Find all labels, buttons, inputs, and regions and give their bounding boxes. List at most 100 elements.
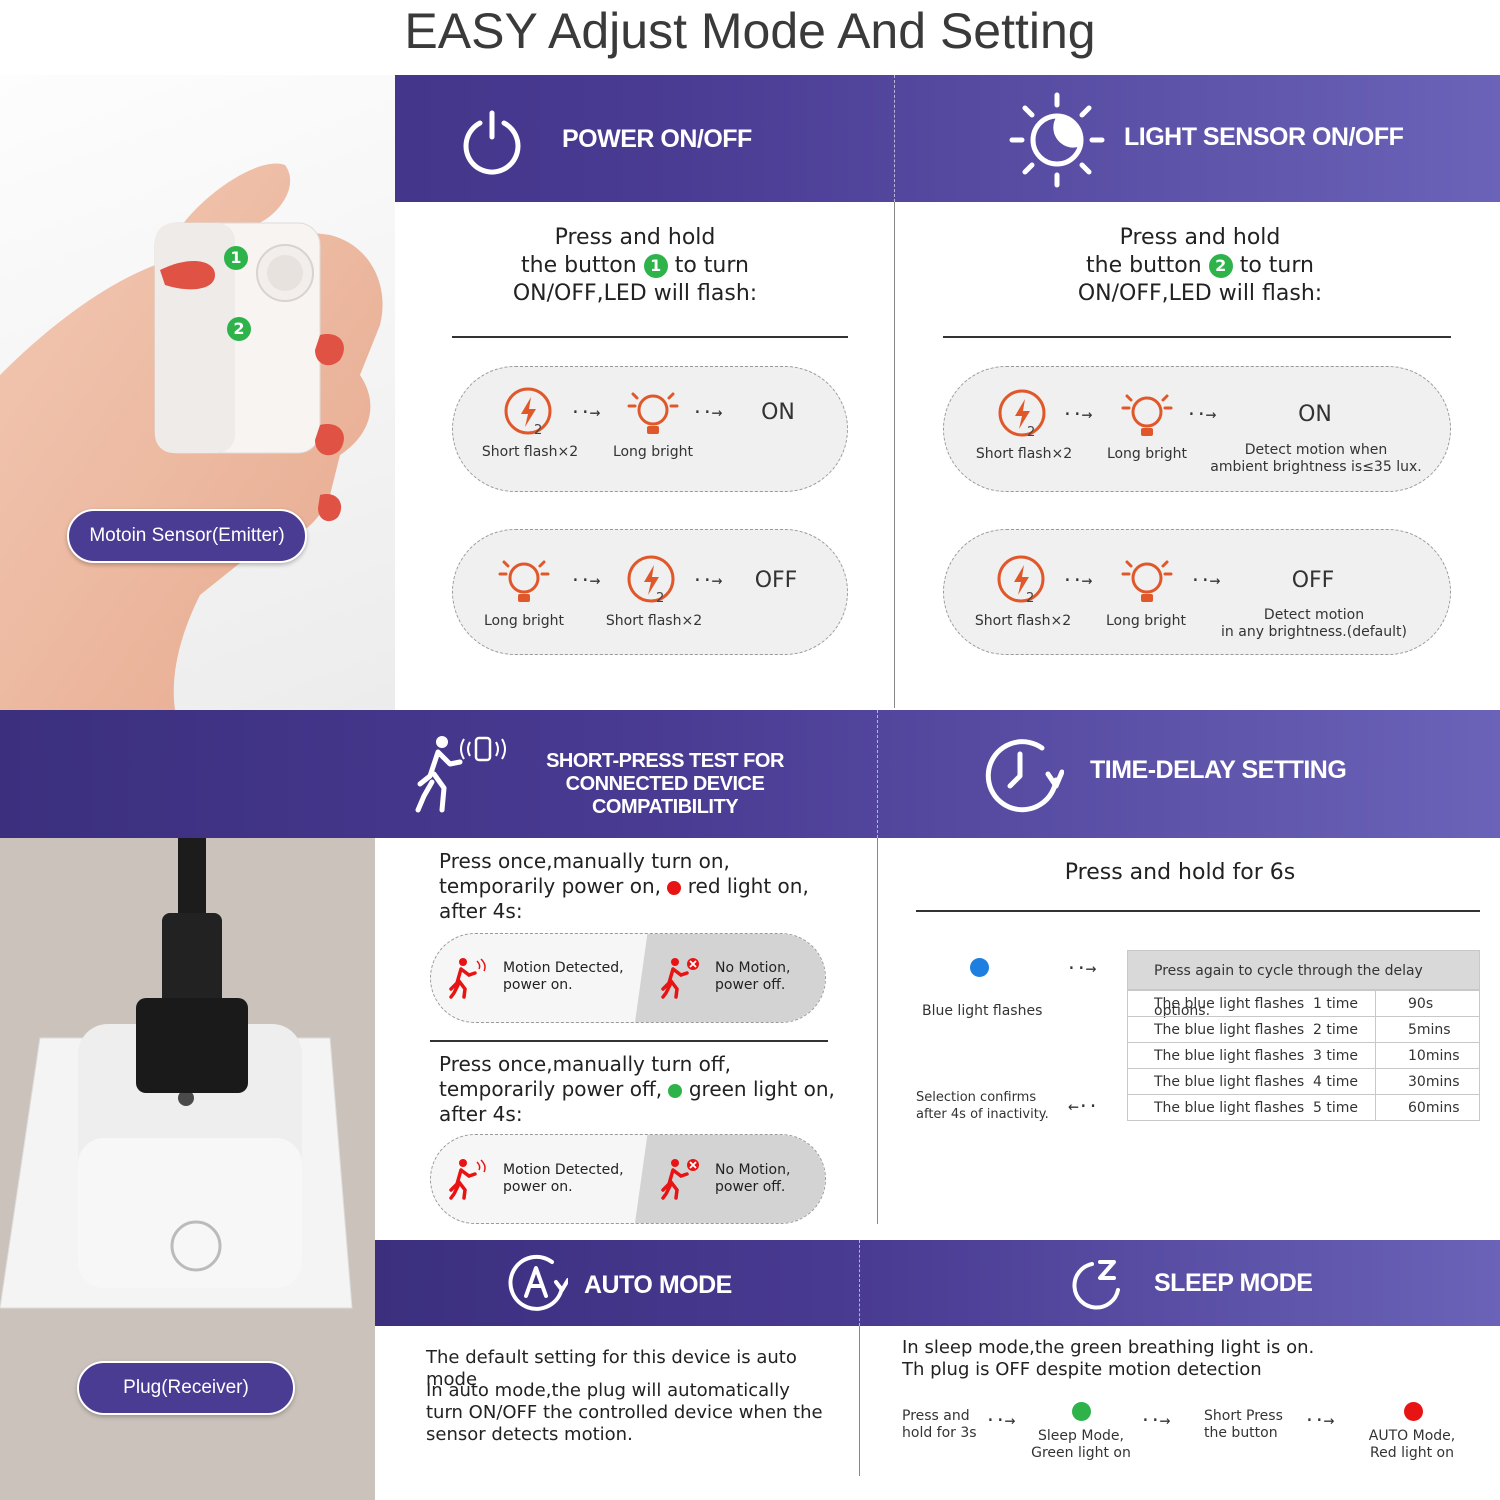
auto-text-1: The default setting for this device is a… [426,1347,797,1390]
detected-line-2: power on. [503,1179,573,1195]
test-header-line-1: SHORT-PRESS TEST FOR [546,750,784,772]
sleep-step-3-line-2: the button [1204,1425,1278,1441]
light-instr-text-a: the button [1086,253,1202,278]
light-off-step2-label: Long bright [1105,613,1187,629]
green-dot-icon [668,1083,683,1098]
sleep-step-3: Short Press the button [1204,1408,1283,1442]
confirm-text: Selection confirms after 4s of inactivit… [916,1089,1049,1123]
delay-flash-count: The blue light flashes 5 time [1127,1094,1376,1121]
power-off-step1-label: Long bright [483,613,565,629]
arrow-icon: ··→ [570,570,600,591]
sleep-mode-header: SLEEP MODE [1154,1269,1313,1297]
auto-mode-icon [508,1254,568,1311]
power-on-step1-label: Short flash×2 [481,444,579,460]
test-divider [430,1040,828,1042]
test-on-result-pill [430,933,826,1023]
detected-text: Motion Detected, power on. [503,960,624,994]
sleep-mode-icon [1072,1260,1120,1310]
sleep-step-4-line-2: Red light on [1370,1445,1454,1461]
button-1-badge: 1 [643,254,668,278]
delay-header: TIME-DELAY SETTING [1090,756,1347,784]
test-off-line-2b: green light on, [688,1077,835,1101]
hand-button-1-badge: 1 [224,246,248,270]
clock-delay-icon [985,739,1064,813]
delay-duration: 60mins [1375,1094,1480,1121]
light-on-note-line-2: ambient brightness is≤35 lux. [1210,459,1422,475]
short-flash-icon [997,555,1045,603]
sleep-step-3-line-1: Short Press [1204,1408,1283,1424]
arrow-back-icon: ←·· [1068,1096,1098,1117]
delay-flash-count: The blue light flashes 4 time [1127,1068,1376,1095]
test-on-line-2a: temporarily power on, [439,874,662,898]
test-header-line-2: CONNECTED DEVICE COMPATIBILITY [565,773,765,818]
power-on-state: ON [761,400,795,425]
nomotion-line-2: power off. [715,1179,786,1195]
light-on-step2-label: Long bright [1106,446,1188,462]
nomotion-text: No Motion, power off. [715,1162,790,1196]
test-off-text: Press once,manually turn off, temporaril… [439,1052,859,1127]
sleep-step-4: AUTO Mode, Red light on [1362,1428,1462,1462]
power-instr-text-a: the button [521,253,637,278]
delay-flash-count: The blue light flashes 1 time [1127,990,1376,1017]
detected-line-1: Motion Detected, [503,1162,624,1178]
arrow-icon: ··→ [692,402,722,423]
sensor-photo: 1 2 [0,75,395,710]
auto-mode-header: AUTO MODE [584,1271,732,1299]
sleep-step-1-line-1: Press and [902,1408,970,1424]
red-dot-icon [1404,1402,1423,1421]
plug-photo [0,838,375,1500]
sleep-step-1: Press and hold for 3s [902,1408,977,1442]
section-divider [859,1326,860,1476]
light-on-note-line-1: Detect motion when [1244,442,1388,458]
sleep-step-2-line-2: Green light on [1031,1445,1131,1461]
short-flash-icon [627,555,675,603]
short-flash-icon [998,389,1046,437]
delay-duration: 30mins [1375,1068,1480,1095]
light-sensor-icon [1009,92,1105,188]
hand-button-2-badge: 2 [227,317,251,341]
band-divider [894,75,895,202]
light-on-step1-label: Short flash×2 [975,446,1073,462]
blue-dot-icon [970,958,989,977]
bottom-header-band: AUTO MODE SLEEP MODE [375,1240,1500,1326]
power-instructions: Press and hold the button 1 to turn ON/O… [440,224,830,308]
long-bright-bulb-icon [498,560,550,602]
section-divider [877,838,878,1224]
power-instr-line-2: the button 1 to turn [440,252,830,280]
nomotion-line-2: power off. [715,977,786,993]
power-off-step2-label: Short flash×2 [605,613,703,629]
light-instr-line-3: ON/OFF,LED will flash: [1077,281,1323,306]
detected-text: Motion Detected, power on. [503,1162,624,1196]
test-off-line-2a: temporarily power off, [439,1077,663,1101]
arrow-icon: ··→ [1304,1410,1334,1431]
delay-divider [916,910,1480,912]
section-divider [894,202,895,708]
delay-duration: 5mins [1375,1016,1480,1043]
nomotion-line-1: No Motion, [715,1162,791,1178]
light-off-note-line-1: Detect motion [1263,607,1365,623]
test-off-line-2: temporarily power off, green light on, [439,1077,859,1102]
arrow-icon: ··→ [985,1410,1015,1431]
red-dot-icon [667,880,682,895]
sleep-text-2: Th plug is OFF despite motion detection [902,1359,1262,1380]
light-off-step1-label: Short flash×2 [974,613,1072,629]
sleep-step-2-line-1: Sleep Mode, [1038,1428,1124,1444]
light-off-note: Detect motion in any brightness.(default… [1208,607,1420,641]
band-divider [877,710,878,838]
delay-flash-count: The blue light flashes 2 time [1127,1016,1376,1043]
long-bright-bulb-icon [1121,560,1173,602]
flash-count: 2 [1027,425,1036,440]
light-divider [943,336,1451,338]
test-on-line-1: Press once,manually turn on, [439,849,730,873]
power-on-step2-label: Long bright [612,444,694,460]
test-off-line-3: after 4s: [439,1102,523,1126]
button-2-badge: 2 [1208,254,1233,278]
power-instr-line-3: ON/OFF,LED will flash: [512,281,758,306]
light-instr-line-2: the button 2 to turn [1005,252,1395,280]
short-flash-icon [504,387,552,435]
light-on-note: Detect motion when ambient brightness is… [1210,442,1422,476]
